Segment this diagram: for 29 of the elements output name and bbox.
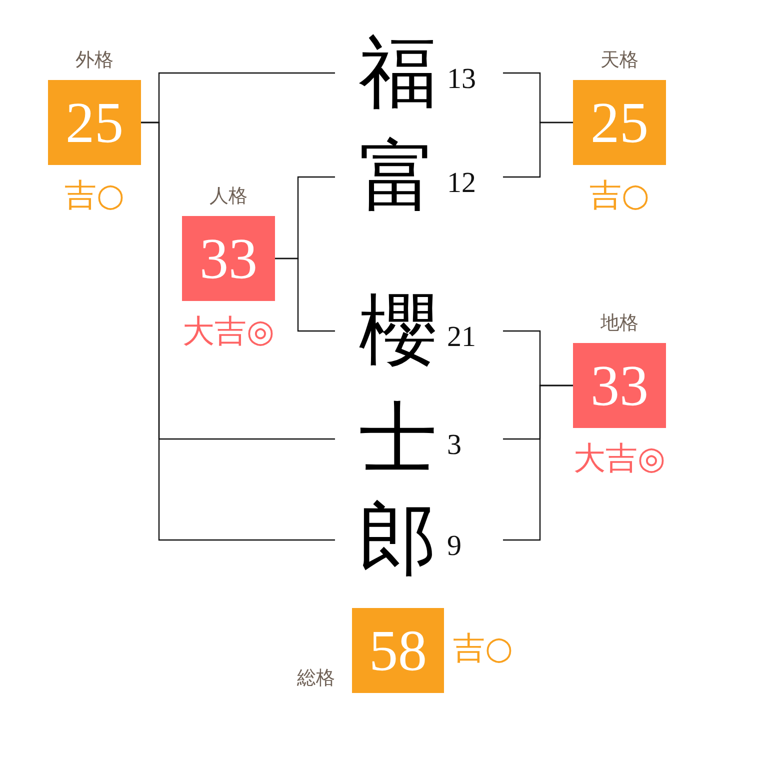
category-label: 外格 xyxy=(76,49,114,71)
score-number: 58 xyxy=(369,620,427,682)
fortune-label: 吉○ xyxy=(453,630,513,666)
kanji-character: 福 xyxy=(359,33,437,113)
stroke-count: 21 xyxy=(447,322,476,352)
stroke-count: 3 xyxy=(447,430,462,460)
score-number: 33 xyxy=(590,354,648,416)
stroke-count: 9 xyxy=(447,531,462,561)
fortune-label: 吉○ xyxy=(590,177,650,213)
score-number: 25 xyxy=(590,92,648,154)
kanji-character: 郎 xyxy=(359,500,437,580)
kanji-character: 櫻 xyxy=(359,291,437,371)
fortune-label: 大吉◎ xyxy=(182,313,274,349)
kanji-character: 士 xyxy=(359,399,437,479)
kanji-character: 富 xyxy=(359,137,437,217)
fortune-label: 吉○ xyxy=(64,177,124,213)
connector-line xyxy=(275,258,335,332)
connector-line xyxy=(503,384,573,541)
category-label: 地格 xyxy=(600,312,638,334)
stroke-count: 13 xyxy=(447,64,476,94)
connector-line xyxy=(141,122,335,541)
score-number: 25 xyxy=(66,92,124,154)
category-label: 天格 xyxy=(600,49,638,71)
connector-line xyxy=(503,122,573,178)
category-label: 人格 xyxy=(210,185,248,207)
category-label: 総格 xyxy=(297,667,335,689)
fortune-label: 大吉◎ xyxy=(574,440,666,476)
stroke-count: 12 xyxy=(447,168,476,198)
score-number: 33 xyxy=(200,228,258,290)
